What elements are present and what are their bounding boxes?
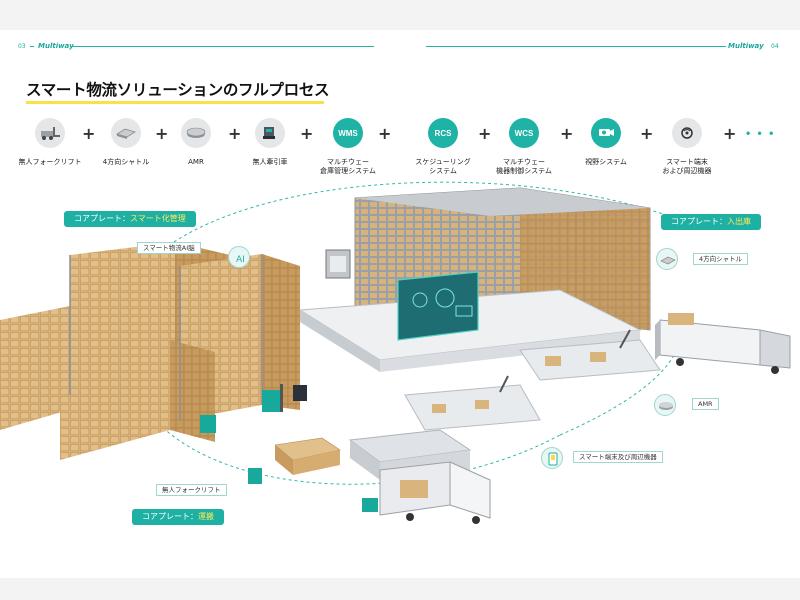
process-vision: 視野システム: [564, 118, 648, 167]
callout-ai-brain: スマート物流AI脳: [137, 242, 201, 254]
control-screen: [397, 271, 479, 341]
dashed-link-bottom: [139, 399, 561, 485]
plus-sign: +: [155, 124, 169, 143]
ai-brain-icon: AI: [228, 246, 250, 268]
svg-text:AI: AI: [236, 255, 245, 265]
callout-shuttle: 4方向シャトル: [693, 253, 749, 265]
plus-sign: +: [228, 124, 242, 143]
core-plate-smart-management: コアプレート：スマート化管理: [64, 211, 196, 227]
process-wms: WMS マルチウェー 倉庫管理システム: [306, 118, 390, 176]
terminal-icon: [672, 118, 702, 148]
callout-amr: AMR: [692, 398, 719, 410]
wms-icon: WMS: [333, 118, 363, 148]
wcs-icon: WCS: [509, 118, 539, 148]
more-ellipsis: • • •: [746, 126, 776, 140]
callout-terminal: スマート端末及び周辺機器: [573, 451, 663, 463]
plus-sign: +: [478, 124, 492, 143]
plus-sign: +: [560, 124, 574, 143]
forklift-icon: [35, 118, 65, 148]
plus-sign: +: [723, 124, 737, 143]
process-terminal: スマート端末 および周辺機器: [645, 118, 729, 176]
callout-forklift: 無人フォークリフト: [156, 484, 227, 496]
core-plate-transport: コアプレート：運搬: [132, 509, 224, 525]
process-shuttle: 4方向シャトル: [84, 118, 168, 167]
plus-sign: +: [640, 124, 654, 143]
process-forklift: 無人フォークリフト: [8, 118, 92, 167]
left-page-number: 03: [18, 43, 26, 50]
forklift-robot: [200, 384, 307, 484]
rcs-icon: RCS: [428, 118, 458, 148]
plus-sign: +: [82, 124, 96, 143]
amr-icon: [181, 118, 211, 148]
picking-stations: [404, 329, 661, 431]
camera-icon: [591, 118, 621, 148]
warehouse-illustration: [0, 181, 791, 524]
tow-tractor-icon: [255, 118, 285, 148]
pallet-racks-left: [0, 242, 300, 460]
plus-sign: +: [378, 124, 392, 143]
header-line-left: [72, 46, 374, 47]
right-page-number: 04: [771, 43, 779, 50]
header-line-right: [426, 46, 726, 47]
process-amr: AMR: [154, 118, 238, 167]
shuttle-callout-icon: [656, 248, 678, 270]
left-brand: Multiway: [38, 42, 74, 50]
shuttle-icon: [111, 118, 141, 148]
right-brand: Multiway: [728, 42, 764, 50]
core-plate-inbound-outbound: コアプレート：入出庫: [661, 214, 761, 230]
header-line-left-short: [30, 46, 34, 47]
process-rcs: RCS スケジューリング システム: [401, 118, 485, 176]
delivery-truck-right: [655, 313, 791, 374]
terminal-callout-icon: [541, 447, 563, 469]
page-title: スマート物流ソリューションのフルプロセス: [26, 81, 330, 99]
delivery-truck-bottom: [362, 461, 491, 524]
amr-callout-icon: [654, 394, 676, 416]
process-wcs: WCS マルチウェー 機器制御システム: [482, 118, 566, 176]
process-tow-tractor: 無人牽引車: [228, 118, 312, 167]
dashed-link-top: [149, 181, 681, 261]
plus-sign: +: [300, 124, 314, 143]
title-underline: [26, 101, 324, 104]
